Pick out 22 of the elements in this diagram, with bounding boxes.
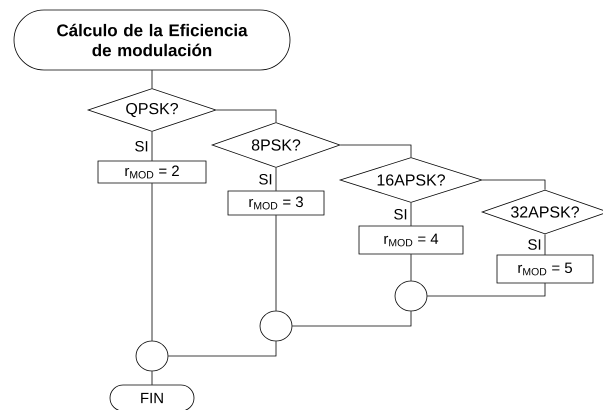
edge-label: SI	[392, 208, 409, 221]
connector-line	[292, 311, 412, 326]
connector-line	[168, 341, 276, 356]
connector-line	[340, 144, 412, 158]
terminator-box: Cálculo de la Eficiencia de modulación	[14, 10, 290, 70]
edge-label: SI	[526, 238, 543, 251]
terminator-box: FIN	[110, 384, 194, 410]
connector-circle	[136, 340, 168, 372]
connector-line	[410, 254, 412, 281]
connector-line	[216, 110, 276, 122]
process-box: r$_{MOD}$ = 4	[358, 226, 464, 254]
process-box: r$_{MOD}$ = 3	[228, 190, 324, 216]
connector-circle	[394, 280, 428, 312]
edge-label: SI	[257, 172, 274, 186]
connector-line	[410, 202, 412, 226]
edge-label: SI	[133, 140, 150, 153]
process-box: r$_{MOD}$ = 2	[98, 160, 206, 184]
connector-line	[482, 180, 546, 190]
connector-circle	[260, 310, 292, 342]
connector-line	[427, 283, 546, 296]
connector-line	[544, 234, 546, 255]
process-box: r$_{MOD}$ = 5	[496, 254, 594, 284]
